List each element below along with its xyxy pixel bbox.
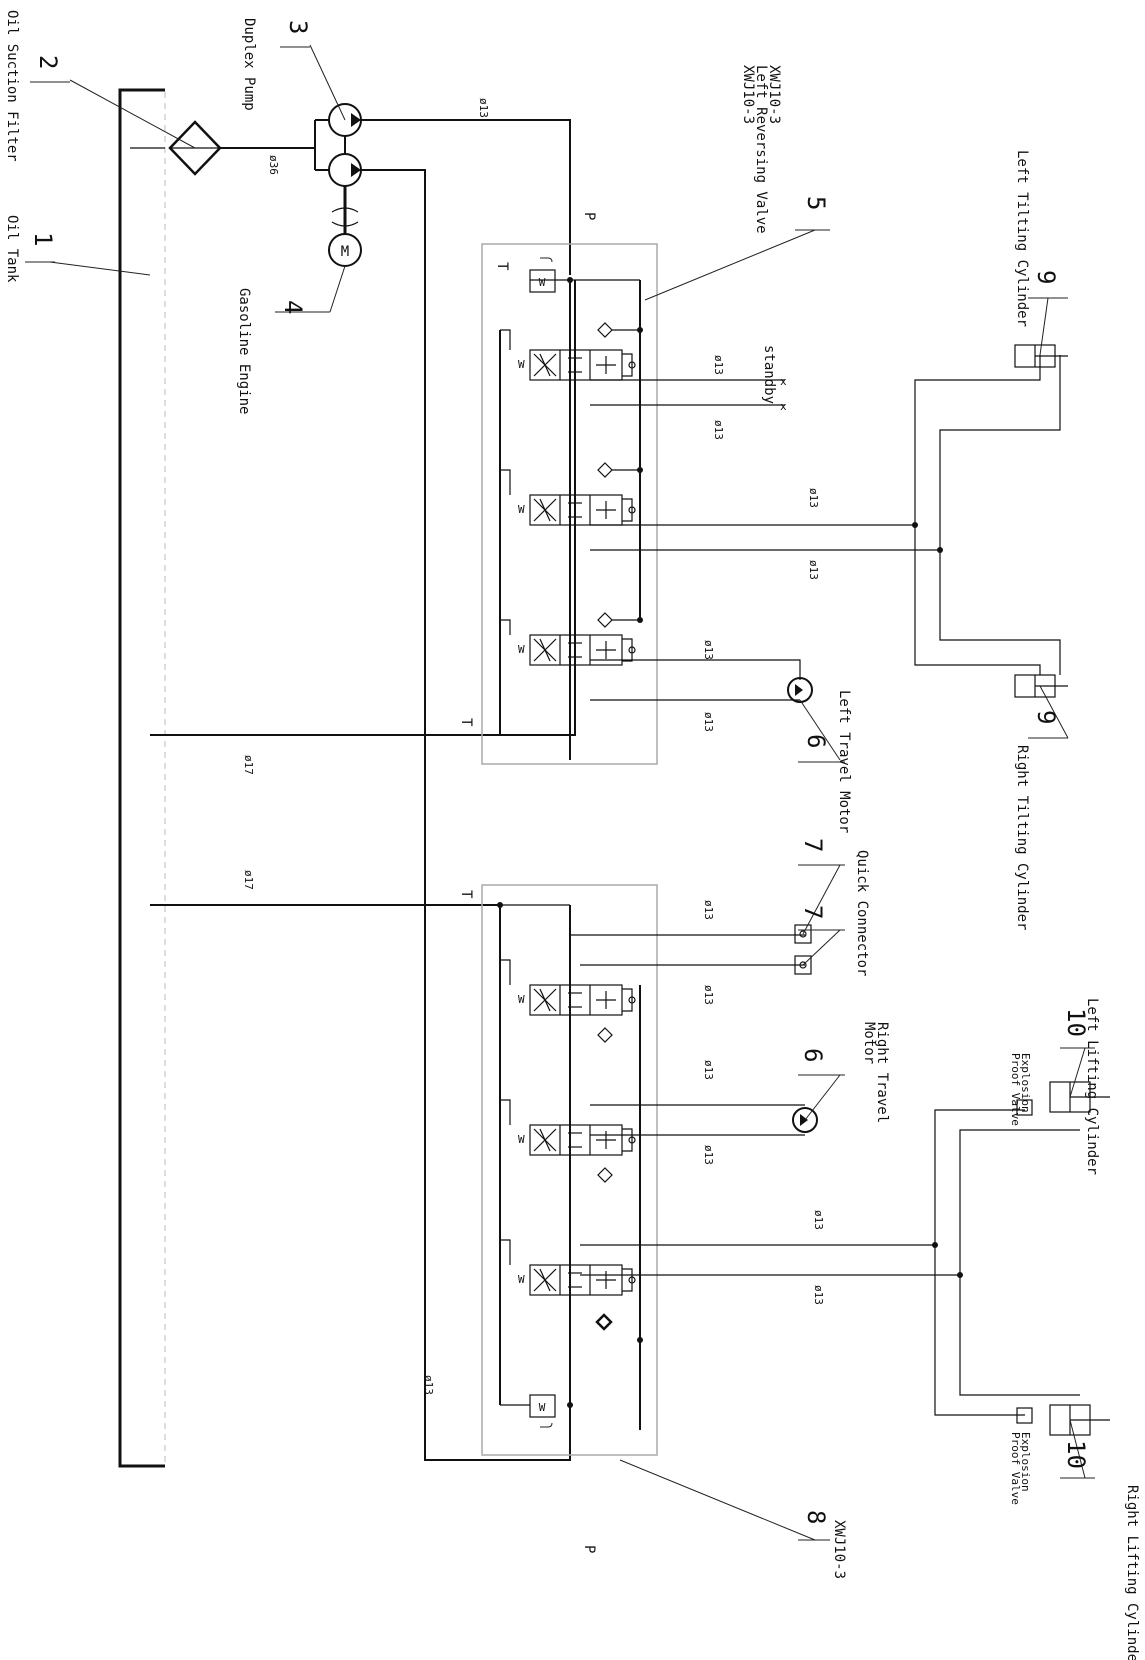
oil-tank — [118, 88, 166, 1468]
lower-valve-return-t: T — [458, 890, 474, 899]
label-quick-connector: Quick Connector — [854, 850, 870, 976]
engine-m-symbol: M — [341, 244, 349, 260]
ref-number-9-left: 9 — [1032, 270, 1060, 284]
pipe-qc1-d13: ø13 — [702, 900, 715, 920]
upper-relief-w: W — [539, 276, 546, 289]
left-lifting-cylinder — [1049, 1081, 1110, 1113]
spool-3-w: W — [518, 643, 525, 656]
pipe-return-upper-d17: ø17 — [242, 755, 255, 775]
label-explosion-upper-2: Proof Valve — [1009, 1053, 1022, 1126]
pipe-ltravel1-d13: ø13 — [702, 640, 715, 660]
lower-spool-3-w: W — [518, 1273, 525, 1286]
upper-valve-port-t: T — [494, 262, 510, 271]
lower-relief-w: W — [539, 1401, 546, 1414]
label-left-tilting-cylinder: Left Tilting Cylinder — [1014, 150, 1030, 327]
ref-number-5: 5 — [802, 196, 830, 210]
standby-cap-2: x — [780, 400, 787, 413]
label-right-tilting-cylinder: Right Tilting Cylinder — [1014, 745, 1030, 930]
pipe-pump2-d13: ø13 — [422, 1375, 435, 1395]
label-duplex-pump: Duplex Pump — [241, 18, 257, 111]
label-standby: standby — [761, 345, 777, 404]
upper-valve-port-p: P — [581, 212, 597, 220]
pipe-rtravel1-d13: ø13 — [702, 1060, 715, 1080]
explosion-proof-valve-upper — [1016, 1099, 1033, 1116]
label-oil-suction-filter: Oil Suction Filter — [4, 10, 20, 162]
ref-number-8: 8 — [802, 1510, 830, 1524]
label-left-reversing-valve: Left Reversing Valve — [753, 65, 769, 234]
right-travel-motor — [792, 1107, 818, 1133]
label-model-lower: XWJ10-3 — [831, 1520, 847, 1579]
label-explosion-lower-1: Explosion — [1019, 1432, 1032, 1492]
duplex-pump — [314, 103, 362, 234]
ref-number-10-left: 10 — [1062, 1008, 1090, 1037]
label-model-upper-a: XWJ10-3 — [766, 65, 782, 124]
label-explosion-lower-2: Proof Valve — [1009, 1432, 1022, 1505]
label-model-upper-b: XWJ10-3 — [740, 65, 756, 124]
pipe-rtravel2-d13: ø13 — [702, 1145, 715, 1165]
pipe-standby1-d13: ø13 — [712, 355, 725, 375]
ref-number-4: 4 — [279, 300, 307, 314]
pipe-suction-d36: ø36 — [267, 155, 280, 175]
quick-connector-2 — [794, 955, 812, 975]
pipe-tilt2-d13: ø13 — [807, 560, 820, 580]
label-gasoline-engine: Gasoline Engine — [236, 288, 252, 414]
label-right-travel-line1: Right Travel — [874, 1022, 890, 1123]
spool-1-w: W — [518, 358, 525, 371]
xwj10-3-valve-block: W W W W T P — [458, 884, 658, 1553]
right-lifting-cylinder — [1049, 1404, 1110, 1436]
left-reversing-valve: W W W W P T T — [458, 212, 658, 765]
lower-spool-2-w: W — [518, 1133, 525, 1146]
lower-valve-port-p: P — [581, 1545, 597, 1553]
explosion-proof-valve-lower — [1016, 1407, 1033, 1424]
pipe-standby2-d13: ø13 — [712, 420, 725, 440]
ref-number-6-right: 6 — [799, 1048, 827, 1062]
label-right-lifting-cylinder: Right Lifting Cylinder — [1124, 1485, 1140, 1660]
pipe-pump1-d13: ø13 — [477, 98, 490, 118]
gasoline-engine: M — [328, 233, 362, 267]
label-left-travel-motor: Left Travel Motor — [836, 690, 852, 833]
pipe-lift2-d13: ø13 — [812, 1285, 825, 1305]
ref-number-1: 1 — [29, 232, 57, 246]
pipe-return-lower-d17: ø17 — [242, 870, 255, 890]
label-left-lifting-cylinder: Left Lifting Cylinder — [1084, 998, 1100, 1175]
label-explosion-upper-1: Explosion — [1019, 1053, 1032, 1113]
ref-number-2: 2 — [34, 55, 62, 69]
standby-cap-1: x — [780, 375, 787, 388]
ref-number-6-left: 6 — [802, 734, 830, 748]
right-tilting-cylinder — [1014, 674, 1068, 698]
ref-number-3: 3 — [284, 20, 312, 34]
ref-number-7-b: 7 — [799, 905, 827, 919]
pipe-ltravel2-d13: ø13 — [702, 712, 715, 732]
label-oil-tank: Oil Tank — [4, 215, 20, 283]
upper-valve-return-t: T — [458, 718, 474, 727]
lower-spool-1-w: W — [518, 993, 525, 1006]
pipe-lift1-d13: ø13 — [812, 1210, 825, 1230]
ref-number-10-right: 10 — [1062, 1440, 1090, 1469]
spool-2-w: W — [518, 503, 525, 516]
pipe-tilt1-d13: ø13 — [807, 488, 820, 508]
left-travel-motor — [787, 677, 813, 703]
left-tilting-cylinder — [1014, 344, 1068, 368]
ref-number-7-a: 7 — [799, 838, 827, 852]
pipe-qc2-d13: ø13 — [702, 985, 715, 1005]
quick-connector-1 — [794, 924, 812, 944]
ref-number-9-right: 9 — [1032, 710, 1060, 724]
label-right-travel-line2: Motor — [861, 1022, 877, 1064]
